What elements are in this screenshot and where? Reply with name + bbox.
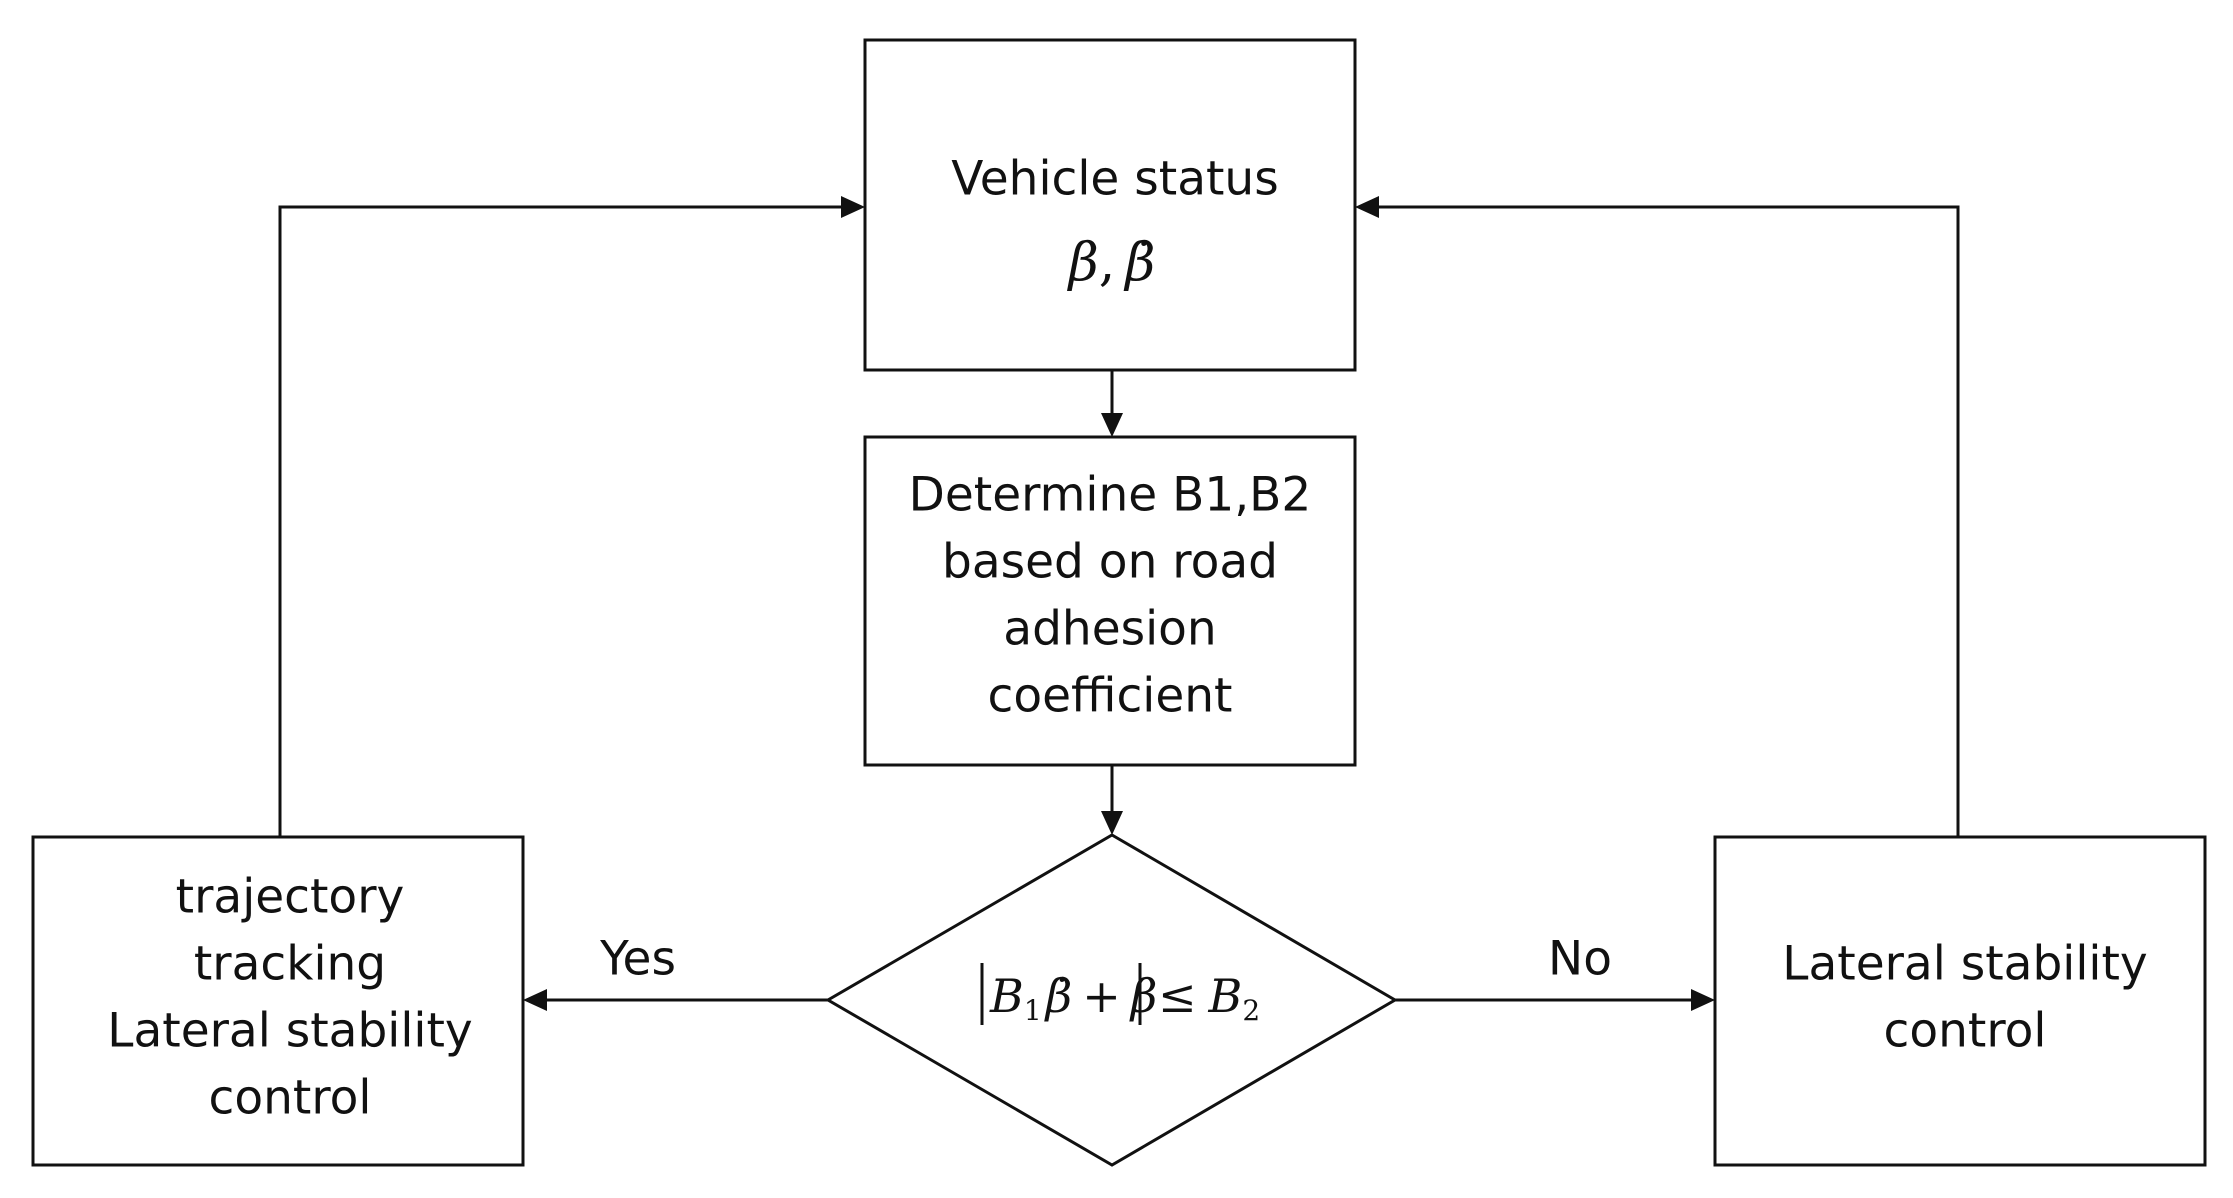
- decision-diamond: [825, 833, 1398, 1167]
- lateral-line-2: control: [1884, 1004, 2047, 1059]
- plus-operator: +: [1082, 969, 1121, 1023]
- trajectory-line-2: tracking: [194, 937, 386, 992]
- determine-line-3: adhesion: [1003, 602, 1216, 657]
- lateral-node: Lateral stability control: [1713, 835, 2207, 1167]
- decision-node: B1β̇+β ≤B2: [825, 833, 1398, 1167]
- edge-status-to-determine: [1101, 370, 1123, 437]
- edge-determine-to-decision: [1101, 765, 1123, 835]
- vehicle-status-title: Vehicle status: [951, 152, 1278, 207]
- comma-separator: ,: [1099, 233, 1116, 293]
- determine-node: Determine B1,B2 based on road adhesion c…: [863, 435, 1357, 767]
- arrowhead-right-status: [841, 196, 865, 218]
- edge-no: No: [1395, 932, 1715, 1011]
- trajectory-node: trajectory tracking Lateral stability co…: [31, 835, 525, 1167]
- lateral-line-1: Lateral stability: [1782, 937, 2147, 992]
- trajectory-line-1: trajectory: [176, 870, 405, 925]
- decision-beta: β: [1129, 969, 1158, 1023]
- trajectory-line-4: control: [209, 1071, 372, 1126]
- arrowhead-left-status: [1355, 196, 1379, 218]
- edge-yes: Yes: [523, 932, 828, 1011]
- edge-trajectory-feedback: [278, 196, 865, 837]
- decision-formula-inner: B1β̇+β: [989, 969, 1157, 1027]
- arrowhead-down-decision: [1101, 811, 1123, 835]
- determine-line-4: coefficient: [988, 669, 1233, 724]
- arrowhead-right-lateral: [1691, 989, 1715, 1011]
- decision-beta-dot: β̇: [1044, 969, 1073, 1023]
- leq-operator: ≤: [1158, 969, 1197, 1023]
- b1-symbol: B: [989, 969, 1024, 1023]
- determine-line-2: based on road: [942, 535, 1278, 590]
- trajectory-line-3: Lateral stability: [107, 1004, 472, 1059]
- b2-symbol: B: [1208, 969, 1243, 1023]
- arrowhead-left-trajectory: [523, 989, 547, 1011]
- vehicle-status-box: [863, 38, 1357, 372]
- determine-line-1: Determine B1,B2: [909, 468, 1312, 523]
- determine-box: [863, 435, 1357, 767]
- beta-symbol: β: [1067, 233, 1099, 293]
- vehicle-status-node: Vehicle status β,β̇: [863, 38, 1357, 372]
- arrowhead-down-determine: [1101, 413, 1123, 437]
- no-label: No: [1548, 932, 1612, 987]
- vehicle-status-formula: β,β̇: [1067, 233, 1156, 293]
- b2-subscript: 2: [1242, 994, 1260, 1027]
- yes-label: Yes: [599, 932, 676, 987]
- edge-lateral-feedback: [1355, 196, 1960, 837]
- b1-subscript: 1: [1024, 994, 1042, 1027]
- trajectory-box: [31, 835, 525, 1167]
- lateral-box: [1713, 835, 2207, 1167]
- beta-dot-symbol: β̇: [1123, 233, 1155, 293]
- decision-formula-outer: ≤B2: [1158, 969, 1260, 1027]
